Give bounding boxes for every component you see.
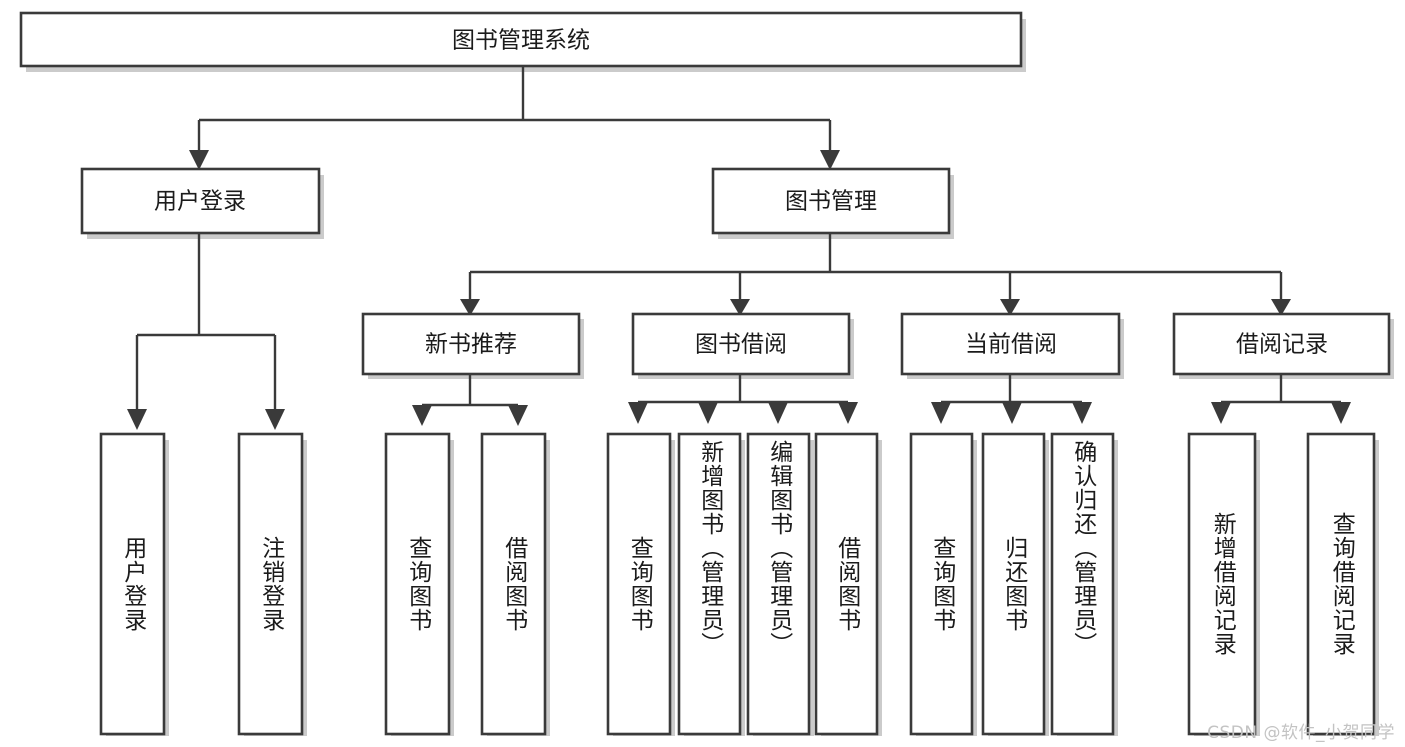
node-current-borrow-label: 当前借阅 [965, 332, 1057, 358]
leaf-box-return-book[interactable] [981, 432, 1046, 736]
leaf-box-rec-query[interactable] [384, 432, 451, 736]
node-user-login-label: 用户登录 [154, 189, 246, 215]
leaf-box-borrow-query[interactable] [606, 432, 672, 736]
node-new-book-rec-label: 新书推荐 [425, 332, 517, 358]
leaf-box-rec-borrow[interactable] [480, 432, 547, 736]
arrow-heads [127, 150, 1351, 430]
leaf-box-confirm-return[interactable] [1050, 432, 1115, 736]
node-borrow-record-label: 借阅记录 [1236, 332, 1328, 358]
leaf-box-user-login[interactable] [99, 432, 166, 736]
leaf-box-borrow-book[interactable] [814, 432, 879, 736]
node-book-manage[interactable]: 图书管理 [711, 167, 951, 235]
leaf-box-cur-query[interactable] [909, 432, 974, 736]
csdn-watermark: CSDN @软件_小贺同学 [1207, 723, 1395, 743]
node-borrow-record[interactable]: 借阅记录 [1172, 312, 1391, 376]
node-book-manage-label: 图书管理 [785, 189, 877, 215]
leaf-box-add-book[interactable] [677, 432, 742, 736]
node-current-borrow[interactable]: 当前借阅 [900, 312, 1121, 376]
leaf-box-add-record[interactable] [1187, 432, 1257, 736]
node-book-borrow[interactable]: 图书借阅 [631, 312, 851, 376]
leaf-box-edit-book[interactable] [746, 432, 811, 736]
leaf-boxes [99, 432, 1376, 736]
leaf-box-logout[interactable] [237, 432, 304, 736]
node-new-book-rec[interactable]: 新书推荐 [361, 312, 581, 376]
node-root-label: 图书管理系统 [452, 28, 590, 54]
leaf-box-query-record[interactable] [1306, 432, 1376, 736]
node-book-borrow-label: 图书借阅 [695, 332, 787, 358]
node-root[interactable]: 图书管理系统 [19, 11, 1023, 68]
node-user-login[interactable]: 用户登录 [80, 167, 321, 235]
